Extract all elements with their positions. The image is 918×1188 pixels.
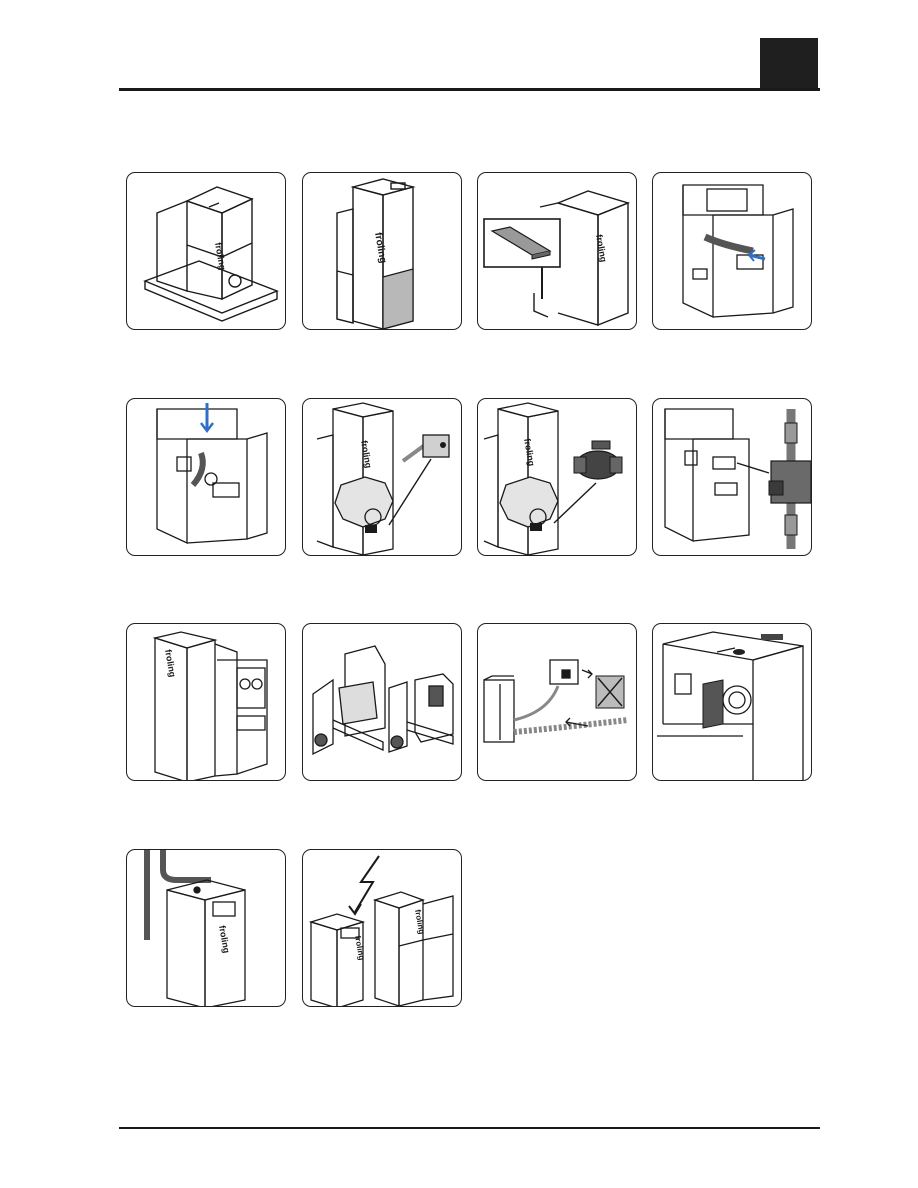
step-3-wooden-beam: froling: [477, 172, 637, 330]
step-12-boiler-top: [652, 623, 812, 781]
step-4-heat-exchanger: [652, 172, 812, 330]
brand-logo: froling: [213, 242, 228, 271]
vacuum-suction-hose-icon: [483, 659, 629, 743]
step-14-electrical-warning: froling froling: [302, 849, 462, 1007]
heat-exchanger-pipe-icon: [682, 184, 794, 319]
brand-logo: froling: [217, 925, 232, 954]
step-6-temperature-sensor: froling: [302, 398, 462, 556]
brand-logo: froling: [594, 234, 609, 263]
chapter-tab: [760, 38, 818, 88]
brand-logo: froling: [372, 232, 388, 265]
step-1-boiler-on-pallet: froling: [126, 172, 286, 330]
step-10-pallet-trucks: [302, 623, 462, 781]
step-8-pump-group: [652, 398, 812, 556]
step-7-ball-valve: froling: [477, 398, 637, 556]
brand-logo: froling: [163, 649, 178, 678]
footer-rule: [119, 1127, 820, 1129]
step-13-flue-connection: froling: [126, 849, 286, 1007]
brand-logo: froling: [359, 440, 374, 469]
step-9-boiler-with-hopper: froling: [126, 623, 286, 781]
lifting-out-unit-icon: [156, 403, 268, 545]
brand-logo: froling: [413, 909, 426, 935]
brand-logo: froling: [353, 935, 366, 961]
step-2-boiler-panels: froling: [302, 172, 462, 330]
boiler-top-detail-icon: [657, 631, 804, 780]
temperature-sensor-icon: froling: [316, 402, 450, 555]
boiler-with-hopper-icon: froling: [152, 631, 268, 780]
wooden-beam-support-icon: froling: [483, 190, 631, 327]
step-5-lifting-out: [126, 398, 286, 556]
flue-connection-icon: froling: [144, 850, 246, 1006]
header-rule: [119, 88, 820, 91]
step-11-vacuum-hose: [477, 623, 637, 781]
electrical-warning-icon: froling froling: [308, 855, 454, 1006]
pump-group-icon: [664, 408, 811, 549]
brand-logo: froling: [522, 438, 537, 467]
boiler-on-pallet-icon: froling: [143, 186, 279, 322]
pallet-trucks-icon: [312, 645, 454, 756]
boiler-panels-removed-icon: froling: [336, 178, 416, 329]
ball-valve-icon: froling: [483, 402, 623, 555]
